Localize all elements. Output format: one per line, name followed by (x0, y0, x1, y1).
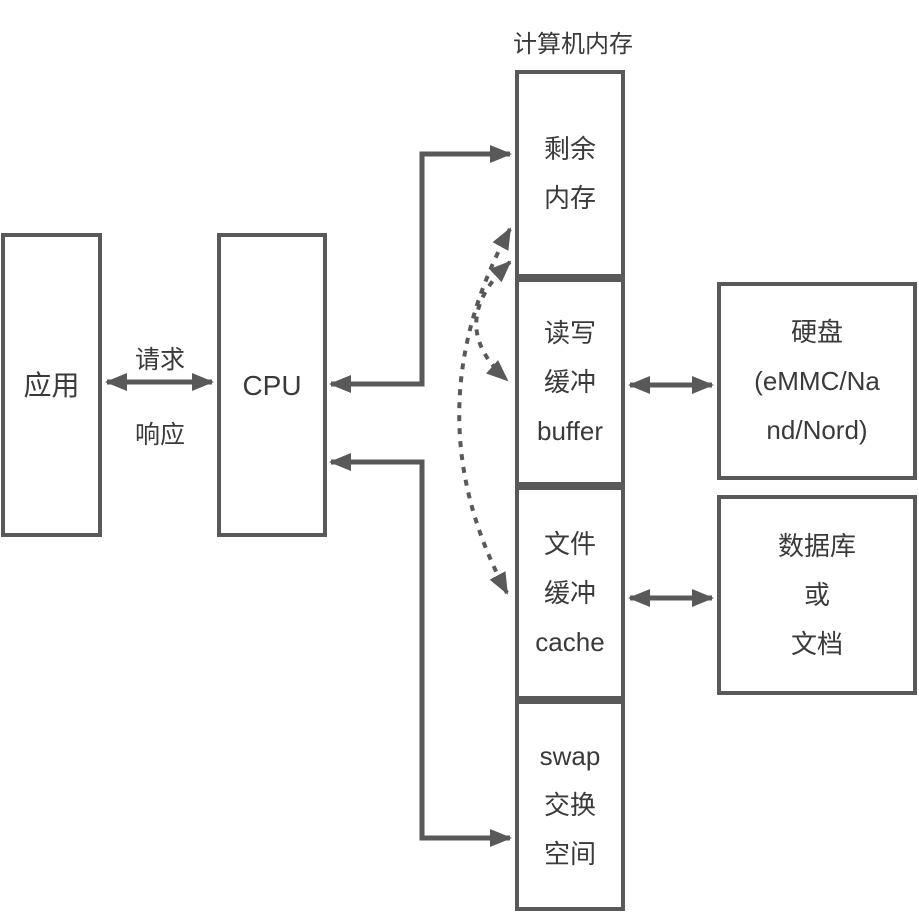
edge-label-request: 请求 (134, 346, 185, 374)
file-cache-line1: 文件 (543, 528, 596, 559)
node-disk: 硬盘 (eMMC/Na nd/Nord) (717, 282, 917, 480)
diagram-title: 计算机内存 (513, 31, 633, 58)
node-file-cache: 文件 缓冲 cache (515, 486, 625, 700)
edge-cpu-free-memory (329, 145, 512, 393)
edge-dashed-free-buffer (474, 260, 512, 382)
node-cpu: CPU (217, 233, 327, 537)
file-cache-line3: cache (535, 626, 605, 657)
database-line1: 数据库 (777, 530, 856, 561)
node-cpu-label: CPU (242, 369, 302, 401)
rw-buffer-line2: 缓冲 (543, 366, 596, 397)
database-line3: 文档 (790, 628, 843, 659)
node-app: 应用 (1, 233, 102, 537)
disk-line3: nd/Nord) (766, 414, 868, 445)
node-app-label: 应用 (23, 369, 80, 401)
node-free-memory: 剩余 内存 (515, 70, 625, 278)
edge-label-response: 响应 (134, 421, 185, 449)
node-rw-buffer: 读写 缓冲 buffer (515, 278, 625, 486)
free-memory-line2: 内存 (543, 183, 596, 213)
rw-buffer-line1: 读写 (543, 317, 596, 348)
file-cache-line2: 缓冲 (543, 577, 596, 608)
swap-line3: 空间 (543, 839, 596, 869)
swap-line1: swap (539, 741, 601, 771)
disk-line1: 硬盘 (790, 316, 843, 347)
rw-buffer-line3: buffer (536, 415, 603, 446)
edge-cpu-swap (329, 453, 512, 847)
node-database: 数据库 或 文档 (717, 495, 917, 695)
swap-line2: 交换 (543, 790, 596, 820)
node-swap: swap 交换 空间 (515, 700, 625, 911)
edge-dashed-free-cache (457, 227, 512, 595)
database-line2: 或 (803, 579, 830, 610)
free-memory-line1: 剩余 (543, 134, 596, 164)
disk-line2: (eMMC/Na (754, 365, 880, 396)
